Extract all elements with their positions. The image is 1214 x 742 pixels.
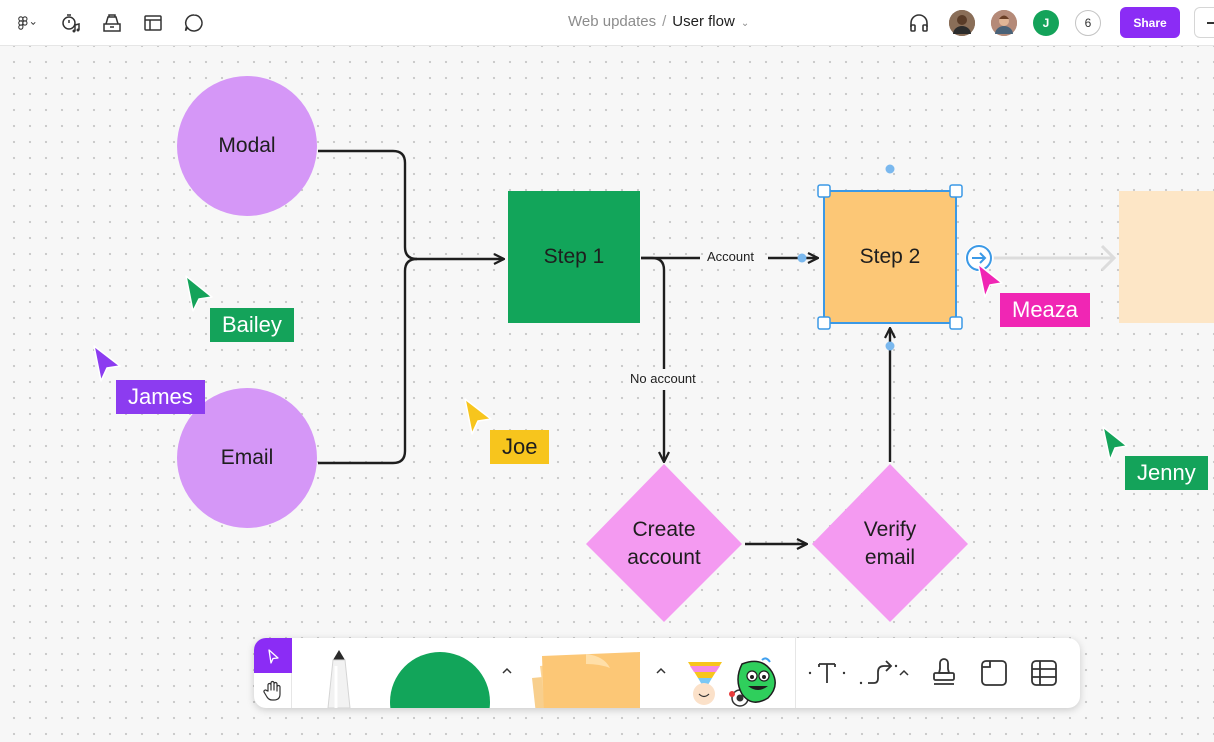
connector-modal-step1 <box>318 149 504 259</box>
suggested-connector <box>994 244 1117 272</box>
joe-cursor-icon <box>464 398 492 435</box>
bailey-cursor-icon <box>185 275 213 312</box>
create-account-diamond <box>586 464 742 622</box>
chevron-up-icon <box>502 667 512 674</box>
comments-button[interactable] <box>181 10 207 36</box>
layout-icon <box>144 15 162 31</box>
cursor-icon <box>268 649 279 664</box>
table-tool[interactable] <box>1026 655 1062 691</box>
breadcrumb-separator: / <box>662 13 667 30</box>
stickers-tool[interactable] <box>682 656 778 708</box>
person-photo-icon <box>991 10 1017 36</box>
marker-tool[interactable] <box>314 646 364 708</box>
library-icon <box>103 14 121 32</box>
section-tool[interactable] <box>976 655 1012 691</box>
library-button[interactable] <box>99 10 125 36</box>
select-tool[interactable] <box>254 638 292 673</box>
shape-tool[interactable] <box>386 650 490 708</box>
creation-toolbar <box>254 638 1080 708</box>
hand-tool[interactable] <box>254 673 292 708</box>
connector-email-step1 <box>318 257 418 465</box>
zoom-out-button[interactable] <box>1194 7 1214 38</box>
quick-connect-icon <box>965 244 993 272</box>
file-location[interactable]: Web updates <box>568 13 657 30</box>
chevron-up-icon <box>656 667 666 674</box>
text-icon <box>808 663 846 683</box>
connector-step1-create-account <box>641 256 664 462</box>
partial-sticky-note <box>1119 191 1214 323</box>
timer-button[interactable] <box>58 10 84 36</box>
email-circle <box>177 388 317 528</box>
connector-label-account[interactable]: Account <box>704 249 757 264</box>
timer-music-icon <box>62 14 80 33</box>
toolbar-divider <box>795 638 796 708</box>
section-icon <box>981 660 1007 686</box>
cursor-name-tag: Jenny <box>1125 456 1208 490</box>
james-cursor-icon <box>93 345 121 382</box>
hand-icon <box>263 680 281 701</box>
marker-icon <box>327 650 351 708</box>
person-photo-icon <box>949 10 975 36</box>
step2-square <box>823 190 957 324</box>
cursor-name-tag: James <box>116 380 205 414</box>
cursor-name-tag: Meaza <box>1000 293 1091 327</box>
stamp-icon <box>933 658 955 685</box>
share-button[interactable]: Share <box>1120 7 1180 38</box>
sticky-options-button[interactable] <box>652 662 670 680</box>
collaborator-count[interactable]: 6 <box>1075 10 1101 36</box>
selection-handles <box>817 184 963 330</box>
top-bar: Web updates / User flow ⌄ J 6 Share <box>0 0 1214 46</box>
avatar[interactable] <box>991 10 1017 36</box>
stamp-tool[interactable] <box>926 655 962 691</box>
connector-tool[interactable] <box>858 655 914 691</box>
connection-points <box>797 164 895 351</box>
layout-button[interactable] <box>140 10 166 36</box>
cursor-name-tag: Bailey <box>210 308 294 342</box>
connector-label-no-account[interactable]: No account <box>627 371 699 386</box>
sticky-note-tool[interactable] <box>526 648 644 708</box>
meaza-cursor-icon <box>977 263 1003 298</box>
table-icon <box>1031 660 1057 686</box>
headphones-icon <box>910 14 928 32</box>
figma-logo-icon <box>18 16 36 30</box>
jenny-cursor-icon <box>1102 426 1128 461</box>
verify-email-diamond <box>812 464 968 622</box>
sticky-note-icon <box>532 652 640 708</box>
file-name[interactable]: User flow <box>672 13 735 30</box>
breadcrumb: Web updates / User flow ⌄ <box>568 13 749 30</box>
stickers-icon <box>688 657 776 707</box>
audio-button[interactable] <box>906 10 932 36</box>
modal-circle <box>177 76 317 216</box>
comment-icon <box>184 14 203 32</box>
avatar[interactable] <box>949 10 975 36</box>
cursor-name-tag: Joe <box>490 430 550 464</box>
shape-options-button[interactable] <box>498 662 516 680</box>
shape-icon <box>390 652 490 708</box>
connector-icon <box>859 660 909 685</box>
step1-square <box>508 191 640 323</box>
avatar-initial[interactable]: J <box>1033 10 1059 36</box>
text-tool[interactable] <box>807 655 847 691</box>
minus-icon <box>1207 22 1214 24</box>
main-menu-button[interactable] <box>10 10 44 36</box>
chevron-down-icon[interactable]: ⌄ <box>740 18 750 29</box>
